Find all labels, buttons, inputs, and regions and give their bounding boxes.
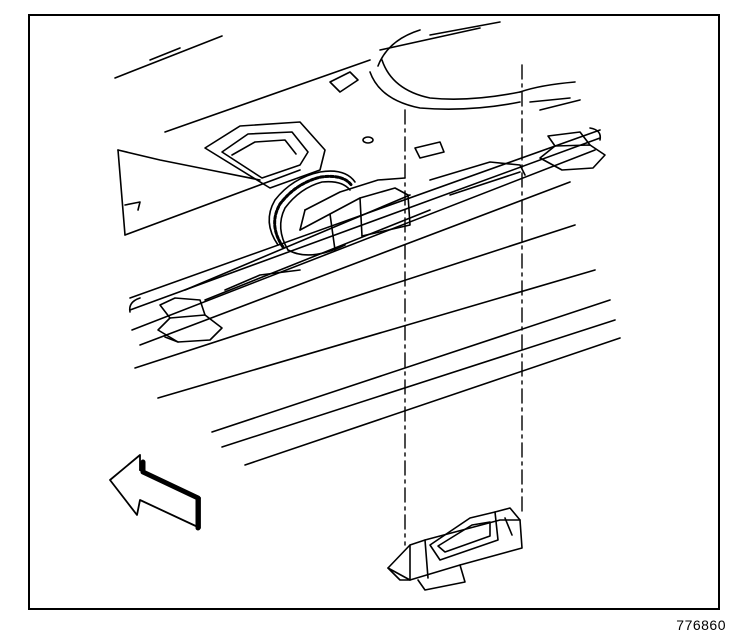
diagram-border (28, 14, 720, 610)
harness-grommet (268, 170, 411, 256)
alignment-lines (404, 64, 523, 546)
figure-number: 776860 (676, 617, 726, 633)
left-clip (157, 297, 223, 343)
floor-panel (114, 21, 501, 236)
right-clip (539, 131, 606, 171)
forward-arrow-icon (109, 454, 201, 531)
floor-hump (369, 29, 581, 111)
floor-opening (204, 121, 326, 189)
retainer-clip (387, 507, 523, 591)
lower-rails (134, 224, 621, 466)
crossmember-rail (128, 127, 602, 346)
